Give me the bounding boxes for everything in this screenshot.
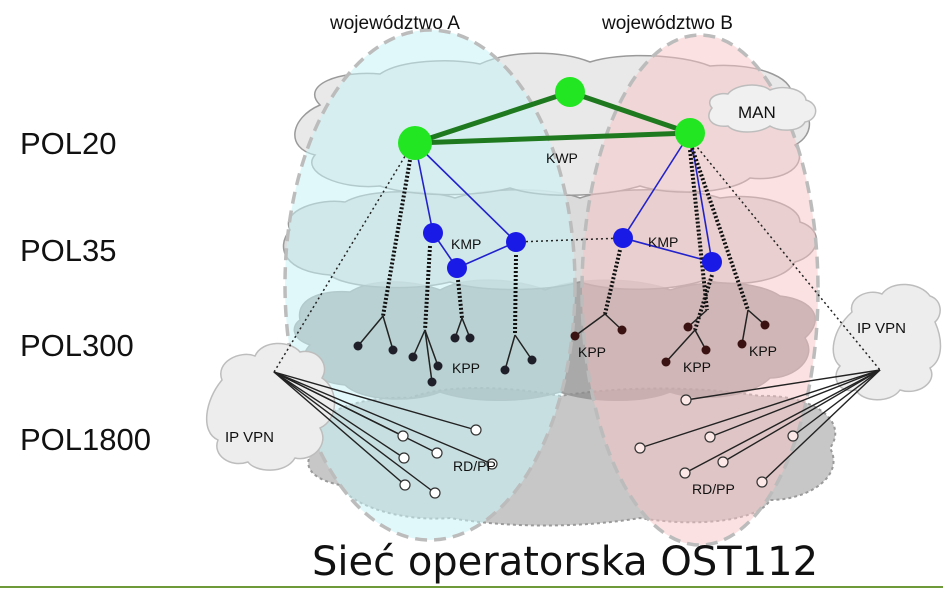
rdpp-node (397, 430, 409, 442)
kpp-node (353, 341, 363, 351)
kpp-node (465, 333, 475, 343)
kpp-nodes-b (570, 320, 770, 367)
kpp-node (683, 322, 693, 332)
kmp-nodes (423, 223, 722, 278)
rdpp-node (486, 458, 498, 470)
kwp-vpn-links (273, 135, 881, 373)
kpp-label-b3: KPP (749, 343, 777, 359)
kwp-node (398, 126, 432, 160)
kpp-node (388, 345, 398, 355)
rdpp-nodes-a (397, 424, 498, 499)
kpp-label-b2: KPP (683, 359, 711, 375)
kpp-node (570, 331, 580, 341)
rdpp-node (431, 447, 443, 459)
rdpp-node (680, 394, 692, 406)
kpp-node (433, 361, 443, 371)
kwp-nodes (398, 77, 705, 160)
kmp-node (506, 232, 526, 252)
kpp-node (450, 333, 460, 343)
rdpp-label-a: RD/PP (453, 458, 496, 474)
kwp-node (555, 77, 585, 107)
caption: Sieć operatorska OST112 (312, 539, 818, 585)
ipvpn-left-label: IP VPN (225, 429, 274, 446)
rdpp-node (717, 456, 729, 468)
man-cloud: MAN (708, 84, 817, 133)
kpp-node (500, 365, 510, 375)
kmp-node (613, 228, 633, 248)
kpp-node (661, 357, 671, 367)
level-pol20: POL20 (20, 126, 117, 161)
rdpp-nodes-b (634, 394, 799, 488)
rdpp-node (704, 431, 716, 443)
level-pol35: POL35 (20, 233, 117, 268)
level-pol1800: POL1800 (20, 422, 151, 457)
kpp-trunks (381, 147, 750, 336)
kpp-node (427, 377, 437, 387)
kwp-links (414, 89, 691, 146)
rdpp-node (634, 442, 646, 454)
ipvpn-right-cloud: IP VPN (832, 283, 942, 401)
level-pol300: POL300 (20, 328, 134, 363)
kpp-label-a: KPP (452, 360, 480, 376)
kwp-node (675, 118, 705, 148)
kpp-nodes (353, 333, 537, 387)
region-a-title: województwo A (329, 13, 460, 34)
rdpp-node (679, 467, 691, 479)
kmp-label-a: KMP (451, 236, 481, 252)
rdpp-links-b (639, 369, 881, 483)
region-b-title: województwo B (601, 13, 733, 34)
kmp-node (447, 258, 467, 278)
kpp-node (737, 339, 747, 349)
kpp-label-b1: KPP (578, 344, 606, 360)
rdpp-node (398, 452, 410, 464)
man-label: MAN (738, 103, 776, 122)
rdpp-links-a (273, 371, 493, 494)
ipvpn-right-label: IP VPN (857, 320, 906, 337)
kmp-node (423, 223, 443, 243)
ipvpn-left-cloud: IP VPN (205, 342, 336, 471)
kpp-node (527, 355, 537, 365)
rdpp-label-b: RD/PP (692, 481, 735, 497)
kmp-label-b: KMP (648, 234, 678, 250)
kmp-node (702, 252, 722, 272)
kwp-label: KWP (546, 150, 578, 166)
region-a-ellipse (283, 28, 577, 542)
kpp-node (617, 325, 627, 335)
rdpp-node (399, 479, 411, 491)
rdpp-node (756, 476, 768, 488)
kpp-node (760, 320, 770, 330)
rdpp-node (470, 424, 482, 436)
rdpp-node (787, 430, 799, 442)
kpp-node (701, 345, 711, 355)
kpp-node (408, 352, 418, 362)
rdpp-node (429, 487, 441, 499)
